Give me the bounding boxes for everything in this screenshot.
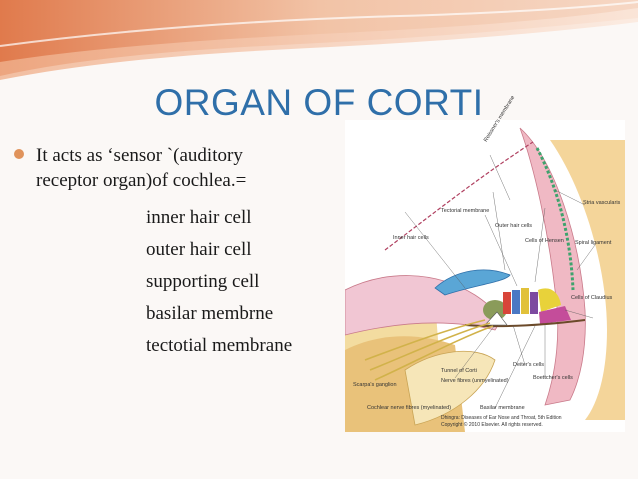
bullet-line-2: receptor organ)of cochlea.= bbox=[36, 170, 247, 191]
label-deiters-cells: Deiter's cells bbox=[513, 362, 545, 368]
label-cochlear-nerve-fibres: Cochlear nerve fibres (myelinated) bbox=[367, 405, 452, 411]
header-wave-band bbox=[0, 0, 638, 80]
label-outer-hair-cells: Outer hair cells bbox=[495, 223, 532, 229]
component-list: inner hair cell outer hair cell supporti… bbox=[146, 202, 356, 362]
figure-credit-line-2: Copyright © 2010 Elsevier. All rights re… bbox=[441, 422, 543, 428]
label-nerve-fibres-unmyelinated: Nerve fibres (unmyelinated) bbox=[441, 378, 509, 384]
bullet-dot-icon bbox=[14, 149, 24, 159]
list-item: basilar membrne bbox=[146, 303, 274, 324]
figure-credit-line-1: Dhingra: Diseases of Ear Nose and Throat… bbox=[441, 415, 562, 421]
label-stria-vascularis: Stria vascularis bbox=[583, 200, 621, 206]
list-item: supporting cell bbox=[146, 271, 260, 292]
organ-of-corti-figure: Reissner's membrane Stria vascularis Tec… bbox=[345, 95, 625, 432]
organ-of-corti-illustration bbox=[345, 120, 625, 432]
label-tectorial-membrane: Tectorial membrane bbox=[441, 208, 490, 214]
bullet-line-1: It acts as ‘sensor `(auditory bbox=[36, 145, 243, 166]
list-item: outer hair cell bbox=[146, 239, 252, 260]
label-inner-hair-cells: Inner hair cells bbox=[393, 235, 429, 241]
bullet-text: It acts as ‘sensor `(auditory receptor o… bbox=[36, 143, 336, 193]
list-item: tectotial membrane bbox=[146, 335, 293, 356]
label-basilar-membrane: Basilar membrane bbox=[480, 405, 525, 411]
label-cells-of-claudius: Cells of Claudius bbox=[571, 295, 613, 301]
label-cells-of-hensen: Cells of Hensen bbox=[525, 238, 564, 244]
label-boettchers-cells: Boettcher's cells bbox=[533, 375, 573, 381]
label-tunnel-of-corti: Tunnel of Corti bbox=[441, 368, 477, 374]
label-scarpas-ganglion: Scarpa's ganglion bbox=[353, 382, 397, 388]
label-spiral-ligament: Spiral ligament bbox=[575, 240, 612, 246]
slide-title: ORGAN OF CORTI bbox=[154, 82, 484, 123]
list-item: inner hair cell bbox=[146, 207, 252, 228]
